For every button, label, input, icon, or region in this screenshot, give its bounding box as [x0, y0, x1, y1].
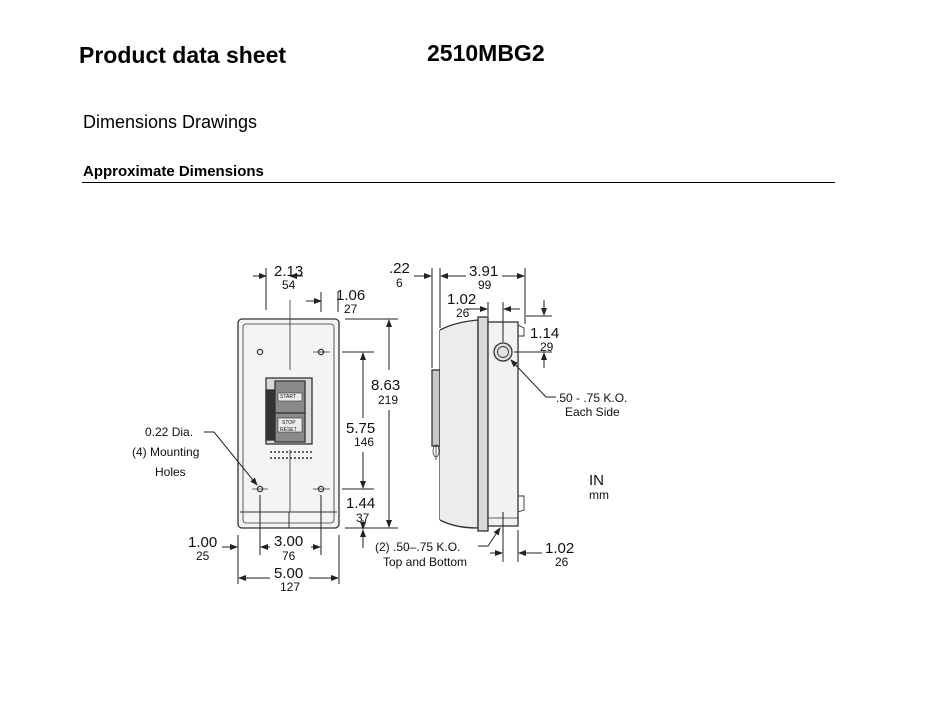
mounting-hole-tl: [256, 348, 264, 356]
side-knockout: [493, 342, 513, 362]
front-view: [237, 300, 340, 529]
dim-hole-spacing-in: 3.00: [274, 533, 303, 550]
dim-ko-side-in: 1.02: [447, 291, 476, 308]
ko-note-line1: .50 - .75 K.O.: [556, 391, 627, 405]
start-label: START: [280, 394, 296, 400]
dim-ko-top-in: 1.14: [530, 325, 559, 342]
dim-right-mm: 27: [344, 302, 358, 316]
side-mounting-plate: [431, 369, 441, 447]
dim-offset-mm: 6: [396, 276, 403, 290]
dim-holes-in: 5.75: [346, 420, 375, 437]
dim-right-in: 1.06: [336, 287, 365, 304]
product-code: 2510MBG2: [427, 40, 545, 66]
dim-hole-spacing-mm: 76: [282, 549, 296, 563]
units-secondary: mm: [589, 488, 609, 502]
section-rule: [82, 182, 835, 183]
dim-top-mm: 54: [282, 278, 296, 292]
dim-left-in: 1.00: [188, 534, 217, 551]
dim-depth-in: 3.91: [469, 263, 498, 280]
stop-label: STOP: [282, 420, 296, 426]
tb-note-line2: Top and Bottom: [383, 555, 467, 569]
dim-bottom-mm: 37: [356, 511, 370, 525]
ko-note-line2: Each Side: [565, 405, 620, 419]
dim-left-mm: 25: [196, 549, 210, 563]
dim-height-mm: 219: [378, 393, 398, 407]
dim-depth-mm: 99: [478, 278, 492, 292]
section-title: Dimensions Drawings: [83, 112, 258, 132]
side-cover: [477, 316, 489, 532]
dim-holes-mm: 146: [354, 435, 374, 449]
dim-top-in: 2.13: [274, 263, 303, 280]
side-dimension-lines: [414, 268, 556, 562]
dim-width-in: 5.00: [274, 565, 303, 582]
mounting-note-line2: (4) Mounting: [132, 445, 199, 459]
front-dimension-lines: [204, 268, 398, 584]
reset-label: RESET: [280, 427, 297, 433]
side-view: [431, 316, 525, 532]
units-primary: IN: [589, 472, 604, 489]
dim-bottom-in: 1.44: [346, 495, 375, 512]
mounting-note-line3: Holes: [155, 465, 186, 479]
dim-height-in: 8.63: [371, 377, 400, 394]
tb-note-line1: (2) .50–.75 K.O.: [375, 540, 460, 554]
mounting-note-line1: 0.22 Dia.: [145, 425, 193, 439]
dim-ko-top-mm: 29: [540, 340, 554, 354]
dim-width-mm: 127: [280, 580, 300, 594]
dim-offset-in: .22: [389, 260, 410, 277]
page-title: Product data sheet: [79, 42, 287, 68]
dim-side-bottom-in: 1.02: [545, 540, 574, 557]
dim-ko-side-mm: 26: [456, 306, 470, 320]
subsection-title: Approximate Dimensions: [83, 163, 264, 180]
dim-side-bottom-mm: 26: [555, 555, 569, 569]
